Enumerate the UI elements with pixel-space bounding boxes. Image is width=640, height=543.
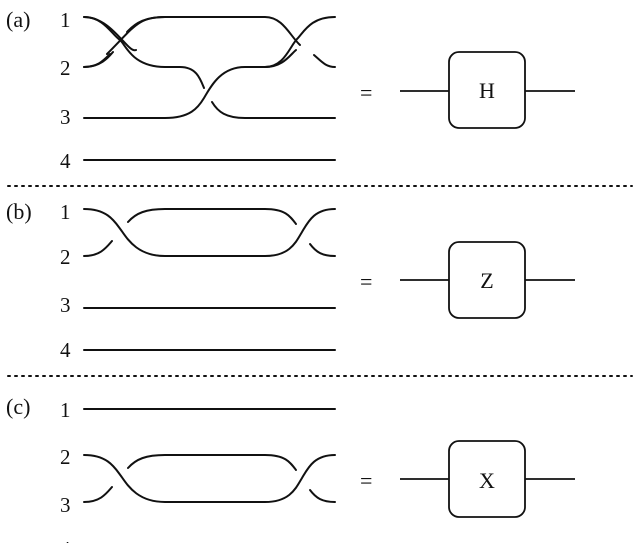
- panel-b: (b) 1 2 3 4 = Z: [6, 199, 575, 362]
- panel-c-crossing-right-under: [264, 454, 336, 503]
- panel-a-gate-label: H: [479, 78, 495, 103]
- panel-b-wire-4-label: 4: [60, 338, 71, 362]
- panel-a-wire-2-label: 2: [60, 56, 71, 80]
- panel-a-wire-1-label: 1: [60, 8, 71, 32]
- panel-b-wire-3-label: 3: [60, 293, 71, 317]
- panel-c-gate-label: X: [479, 468, 495, 493]
- panel-b-gate-label: Z: [480, 268, 493, 293]
- panel-b-wire-1-label: 1: [60, 200, 71, 224]
- panel-c-wire-1-label: 1: [60, 398, 71, 422]
- panel-b-crossing-left-under: [83, 208, 266, 257]
- panel-a-crossing-left-under: [83, 16, 166, 68]
- panel-b-crossing-right-under: [264, 208, 336, 257]
- panel-c: (c) 1 2 3 4 = X: [6, 394, 575, 543]
- panel-a-crossing-left: [83, 16, 205, 89]
- panel-b-label: (b): [6, 199, 32, 224]
- panel-b-crossing-left-over: [83, 208, 266, 257]
- panel-c-equals: =: [360, 468, 372, 493]
- panel-a-wire-4-label: 4: [60, 149, 71, 173]
- panel-b-wire-2-label: 2: [60, 245, 71, 269]
- panel-a-wire-3-in: [83, 49, 297, 119]
- panel-c-crossing-left-under: [83, 454, 266, 503]
- panel-c-label: (c): [6, 394, 30, 419]
- panel-c-wire-2-label: 2: [60, 445, 71, 469]
- panel-c-crossing-left-over: [83, 454, 266, 503]
- panel-c-wire-3-label: 3: [60, 493, 71, 517]
- panel-a-equals: =: [360, 80, 372, 105]
- panel-a-gate-box: [448, 51, 526, 129]
- panel-a: (a) 1 2 3 4 = H: [6, 7, 575, 173]
- panel-a-wire-3-label: 3: [60, 105, 71, 129]
- panel-c-wire-4-label: 4: [60, 537, 71, 543]
- panel-b-crossing-right-over: [264, 208, 336, 257]
- panel-a-crossing-middle: [211, 101, 336, 119]
- panel-a-crossing-right: [264, 16, 336, 68]
- panel-a-label: (a): [6, 7, 30, 32]
- panel-b-equals: =: [360, 269, 372, 294]
- panel-c-crossing-right-over: [264, 454, 336, 503]
